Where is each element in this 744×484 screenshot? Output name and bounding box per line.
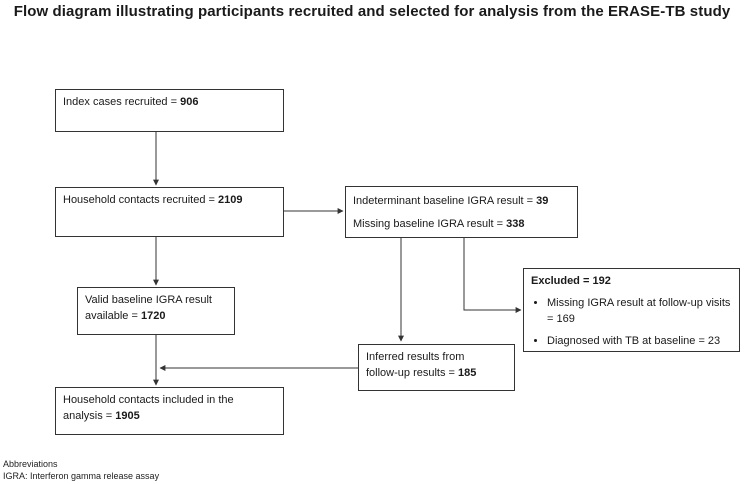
valid-baseline-line1: Valid baseline IGRA result	[85, 294, 212, 306]
diagram-title: Flow diagram illustrating participants r…	[13, 3, 731, 20]
excluded-item-missing-followup: Missing IGRA result at follow-up visits …	[547, 295, 732, 327]
arrow-indeterminant-to-excluded	[463, 238, 522, 313]
abbreviation-igra: IGRA: Interferon gamma release assay	[3, 471, 160, 481]
excluded-label: Excluded =	[531, 275, 593, 287]
indeterminant-value: 39	[536, 195, 549, 207]
included-label: analysis =	[63, 410, 116, 422]
included-line1: Household contacts included in the	[63, 394, 234, 406]
indeterminant-box: Indeterminant baseline IGRA result = 39 …	[345, 186, 578, 238]
index-cases-value: 906	[180, 96, 199, 108]
excluded-list: Missing IGRA result at follow-up visits …	[531, 295, 732, 349]
excluded-item-diagnosed-tb: Diagnosed with TB at baseline = 23	[547, 333, 732, 349]
inferred-line1: Inferred results from	[366, 351, 465, 363]
excluded-box: Excluded = 192 Missing IGRA result at fo…	[523, 268, 740, 352]
household-recruited-value: 2109	[218, 194, 243, 206]
included-box: Household contacts included in the analy…	[55, 387, 284, 435]
household-recruited-box: Household contacts recruited = 2109	[55, 187, 284, 237]
valid-baseline-box: Valid baseline IGRA result available = 1…	[77, 287, 235, 335]
abbreviations-heading: Abbreviations	[3, 459, 58, 469]
index-cases-label: Index cases recruited =	[63, 96, 181, 108]
excluded-value: 192	[592, 275, 611, 287]
indeterminant-label: Indeterminant baseline IGRA result =	[353, 195, 537, 207]
inferred-box: Inferred results from follow-up results …	[358, 344, 515, 391]
valid-baseline-value: 1720	[140, 310, 166, 322]
valid-baseline-label: available =	[85, 310, 141, 322]
missing-baseline-label: Missing baseline IGRA result =	[353, 218, 507, 230]
inferred-label: follow-up results =	[366, 367, 459, 379]
missing-baseline-value: 338	[506, 218, 525, 230]
index-cases-box: Index cases recruited = 906	[55, 89, 284, 132]
household-recruited-label: Household contacts recruited =	[63, 194, 219, 206]
included-value: 1905	[115, 410, 140, 422]
inferred-value: 185	[458, 367, 477, 379]
